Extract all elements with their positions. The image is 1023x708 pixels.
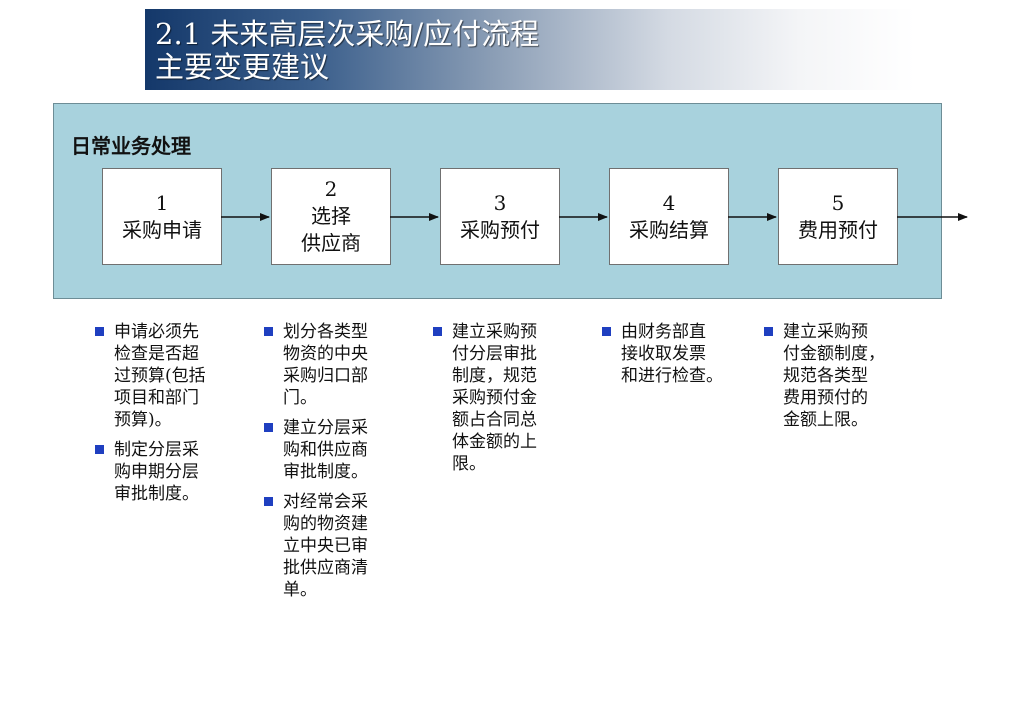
step-box-5: 5 费用预付 xyxy=(778,168,898,265)
bullet-square-icon xyxy=(95,327,104,336)
bullet-text: 建立分层采 购和供应商 审批制度。 xyxy=(283,418,368,482)
step-number: 1 xyxy=(155,190,169,215)
bullet-text: 由财务部直 接收取发票 和进行检查。 xyxy=(621,322,723,386)
step-number: 3 xyxy=(493,190,507,215)
title-banner: 2.1 未来高层次采购/应付流程 主要变更建议 xyxy=(145,9,915,90)
step-box-4: 4 采购结算 xyxy=(609,168,729,265)
bullet-text: 制定分层采 购申期分层 审批制度。 xyxy=(114,440,199,504)
process-label: 日常业务处理 xyxy=(71,134,191,158)
notes-column-3: 建立采购预 付分层审批 制度，规范 采购预付金 额占合同总 体金额的上 限。 xyxy=(432,321,582,483)
bullet-item: 制定分层采 购申期分层 审批制度。 xyxy=(94,439,244,505)
notes-column-4: 由财务部直 接收取发票 和进行检查。 xyxy=(601,321,751,395)
notes-column-2: 划分各类型 物资的中央 采购归口部 门。 建立分层采 购和供应商 审批制度。 对… xyxy=(263,321,413,609)
bullet-item: 建立分层采 购和供应商 审批制度。 xyxy=(263,417,413,483)
bullet-text: 建立采购预 付金额制度， 规范各类型 费用预付的 金额上限。 xyxy=(783,322,885,430)
bullet-square-icon xyxy=(602,327,611,336)
process-panel: 日常业务处理 1 采购申请 2 选择 供应商 3 采购预付 4 采购结算 5 费… xyxy=(53,103,942,299)
bullet-item: 对经常会采 购的物资建 立中央已审 批供应商清 单。 xyxy=(263,491,413,601)
bullet-item: 划分各类型 物资的中央 采购归口部 门。 xyxy=(263,321,413,409)
step-name: 采购结算 xyxy=(629,217,709,242)
bullet-item: 由财务部直 接收取发票 和进行检查。 xyxy=(601,321,751,387)
step-number: 5 xyxy=(831,190,845,215)
bullet-text: 划分各类型 物资的中央 采购归口部 门。 xyxy=(283,322,368,408)
step-box-3: 3 采购预付 xyxy=(440,168,560,265)
step-name: 选择 供应商 xyxy=(301,204,361,255)
bullet-square-icon xyxy=(433,327,442,336)
page-subtitle: 主要变更建议 xyxy=(155,50,330,84)
bullet-item: 建立采购预 付金额制度， 规范各类型 费用预付的 金额上限。 xyxy=(763,321,913,431)
bullet-square-icon xyxy=(264,497,273,506)
bullet-item: 建立采购预 付分层审批 制度，规范 采购预付金 额占合同总 体金额的上 限。 xyxy=(432,321,582,475)
step-number: 2 xyxy=(324,177,338,201)
step-number: 4 xyxy=(662,190,676,215)
bullet-square-icon xyxy=(264,327,273,336)
bullet-item: 申请必须先 检查是否超 过预算(包括 项目和部门 预算)。 xyxy=(94,321,244,431)
notes-column-5: 建立采购预 付金额制度， 规范各类型 费用预付的 金额上限。 xyxy=(763,321,913,439)
bullet-square-icon xyxy=(95,445,104,454)
bullet-text: 申请必须先 检查是否超 过预算(包括 项目和部门 预算)。 xyxy=(114,322,206,430)
page-title: 2.1 未来高层次采购/应付流程 xyxy=(155,17,540,51)
step-box-2: 2 选择 供应商 xyxy=(271,168,391,265)
notes-column-1: 申请必须先 检查是否超 过预算(包括 项目和部门 预算)。 制定分层采 购申期分… xyxy=(94,321,244,513)
step-name: 采购申请 xyxy=(122,217,202,242)
step-box-1: 1 采购申请 xyxy=(102,168,222,265)
bullet-text: 建立采购预 付分层审批 制度，规范 采购预付金 额占合同总 体金额的上 限。 xyxy=(452,322,537,474)
step-name: 费用预付 xyxy=(798,217,878,242)
bullet-text: 对经常会采 购的物资建 立中央已审 批供应商清 单。 xyxy=(283,492,368,600)
bullet-square-icon xyxy=(764,327,773,336)
bullet-square-icon xyxy=(264,423,273,432)
step-name: 采购预付 xyxy=(460,217,540,242)
